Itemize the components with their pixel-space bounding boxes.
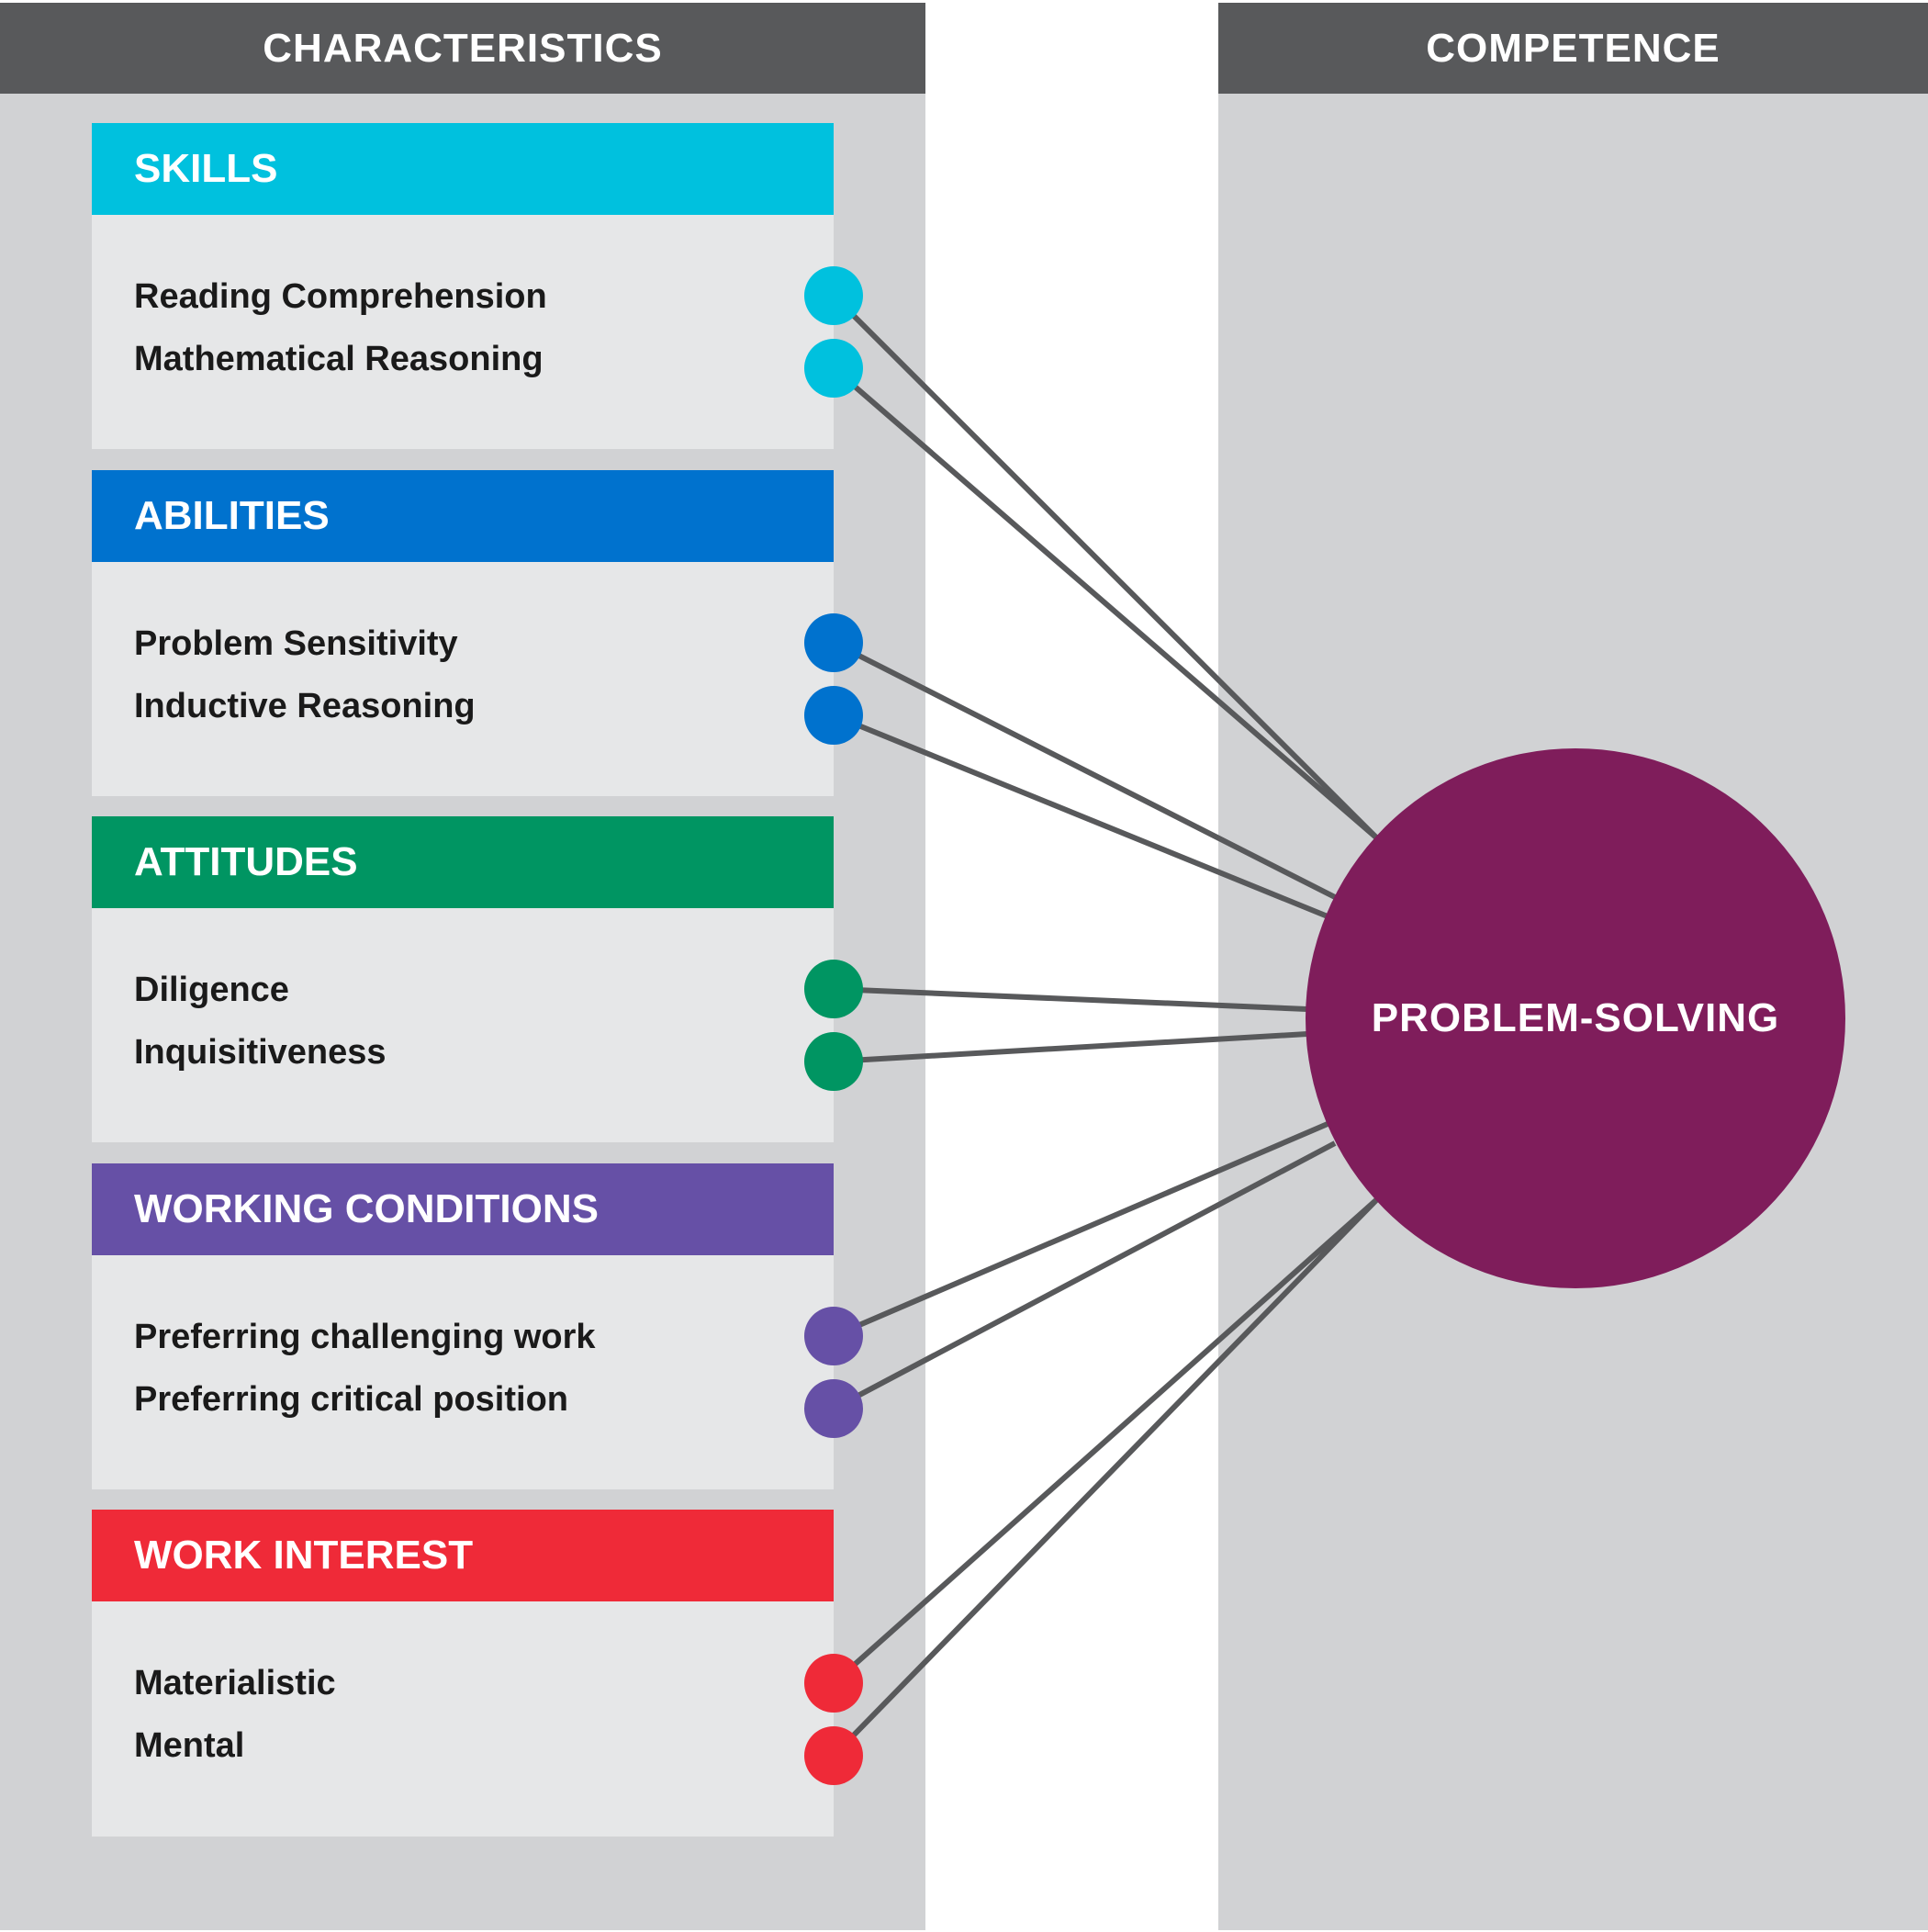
item-mental: Mental bbox=[134, 1726, 245, 1765]
dot-materialistic bbox=[804, 1654, 863, 1713]
item-problem-sensitivity: Problem Sensitivity bbox=[134, 624, 458, 663]
competence-label: PROBLEM-SOLVING bbox=[1371, 995, 1780, 1040]
group-attitudes-header: ATTITUDES bbox=[92, 816, 834, 908]
link-diligence bbox=[833, 986, 1308, 1012]
item-reading-comprehension: Reading Comprehension bbox=[134, 277, 547, 316]
dot-diligence bbox=[804, 960, 863, 1018]
link-inductive-reasoning bbox=[832, 713, 1329, 919]
dot-inductive-reasoning bbox=[804, 686, 863, 745]
group-attitudes: ATTITUDES Diligence Inquisitiveness bbox=[92, 816, 834, 1142]
link-inquisitiveness bbox=[833, 1031, 1308, 1064]
competence-header: COMPETENCE bbox=[1218, 3, 1928, 94]
group-work-interest-header: WORK INTEREST bbox=[92, 1510, 834, 1601]
group-abilities: ABILITIES Problem Sensitivity Inductive … bbox=[92, 470, 834, 796]
dot-mental bbox=[804, 1726, 863, 1785]
link-preferring-critical-position bbox=[832, 1140, 1337, 1411]
item-materialistic: Materialistic bbox=[134, 1664, 336, 1702]
characteristics-header: CHARACTERISTICS bbox=[0, 3, 925, 94]
link-materialistic bbox=[832, 1196, 1379, 1686]
dot-problem-sensitivity bbox=[804, 613, 863, 672]
competence-node: PROBLEM-SOLVING bbox=[1306, 748, 1845, 1288]
item-diligence: Diligence bbox=[134, 971, 289, 1009]
item-inquisitiveness: Inquisitiveness bbox=[134, 1033, 387, 1072]
group-working-conditions: WORKING CONDITIONS Preferring challengin… bbox=[92, 1163, 834, 1489]
group-abilities-header: ABILITIES bbox=[92, 470, 834, 562]
item-preferring-challenging-work: Preferring challenging work bbox=[134, 1318, 596, 1356]
dot-preferring-challenging-work bbox=[804, 1307, 863, 1365]
link-mental bbox=[831, 1196, 1380, 1758]
item-preferring-critical-position: Preferring critical position bbox=[134, 1380, 568, 1419]
dot-reading-comprehension bbox=[804, 266, 863, 325]
group-skills-header: SKILLS bbox=[92, 123, 834, 215]
group-working-conditions-header: WORKING CONDITIONS bbox=[92, 1163, 834, 1255]
dot-inquisitiveness bbox=[804, 1032, 863, 1091]
dot-preferring-critical-position bbox=[804, 1379, 863, 1438]
link-preferring-challenging-work bbox=[832, 1121, 1329, 1339]
group-skills: SKILLS Reading Comprehension Mathematica… bbox=[92, 123, 834, 449]
group-work-interest: WORK INTEREST Materialistic Mental bbox=[92, 1510, 834, 1837]
item-inductive-reasoning: Inductive Reasoning bbox=[134, 687, 476, 725]
item-mathematical-reasoning: Mathematical Reasoning bbox=[134, 340, 544, 378]
dot-mathematical-reasoning bbox=[804, 339, 863, 398]
link-reading-comprehension bbox=[831, 293, 1380, 841]
link-problem-sensitivity bbox=[832, 640, 1337, 900]
link-mathematical-reasoning bbox=[832, 365, 1379, 841]
